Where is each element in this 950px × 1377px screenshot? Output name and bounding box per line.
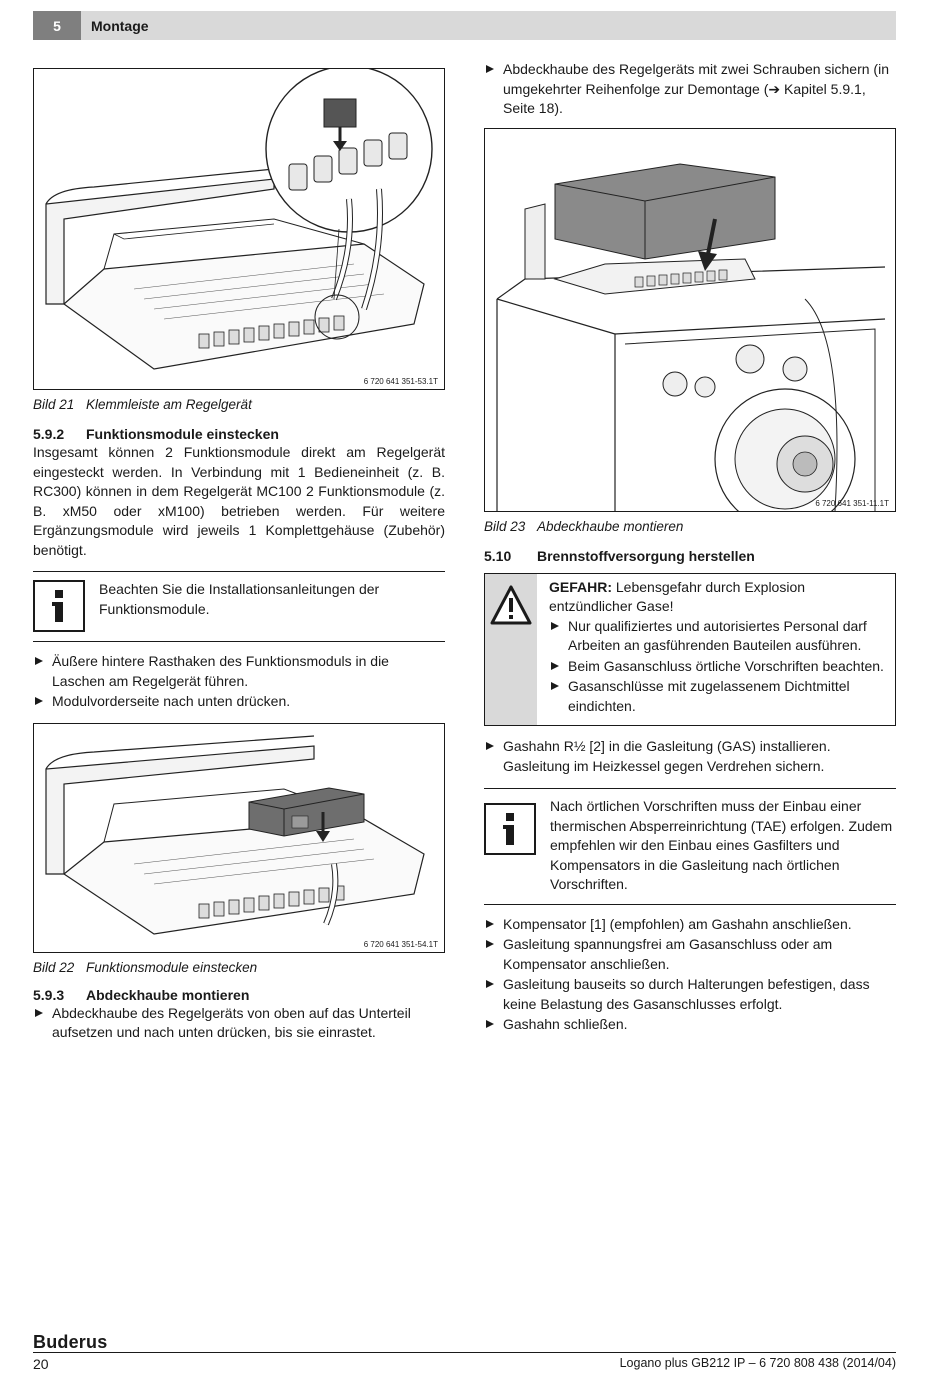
figure-21: 6 720 641 351-53.1T — [33, 68, 445, 390]
footer-rule — [33, 1352, 896, 1353]
section-title: Abdeckhaube montieren — [86, 986, 250, 1003]
danger-list: Nur qualifiziertes und autorisiertes Per… — [549, 617, 887, 717]
cover-hood-illustration — [496, 162, 886, 511]
warning-triangle-icon — [490, 585, 532, 624]
step-list: Gashahn R½ [2] in die Gasleitung (GAS) i… — [484, 737, 896, 776]
step-list: Abdeckhaube des Regelgeräts mit zwei Sch… — [484, 60, 896, 119]
figure-code: 6 720 641 351-53.1T — [363, 377, 438, 386]
terminal-strip-illustration — [45, 69, 433, 370]
section-number: 5.9.3 — [33, 986, 65, 1003]
figure-22: 6 720 641 351-54.1T — [33, 722, 445, 953]
step-item: Gasleitung bauseits so durch Halterungen… — [484, 975, 896, 1014]
figure-caption-text: Funktionsmodule einstecken — [86, 959, 258, 975]
figure-label: Bild 22 — [33, 959, 75, 975]
step-list: Abdeckhaube des Regelgeräts von oben auf… — [33, 1004, 445, 1043]
danger-item: Nur qualifiziertes und autorisiertes Per… — [549, 617, 887, 656]
danger-headline: GEFAHR: Lebensgefahr durch Explosion ent… — [549, 578, 887, 617]
danger-content: GEFAHR: Lebensgefahr durch Explosion ent… — [537, 574, 895, 726]
step-item: Abdeckhaube des Regelgeräts von oben auf… — [33, 1004, 445, 1043]
figure-caption: Bild 21 Klemmleiste am Regelgerät — [33, 397, 445, 412]
function-module-illustration — [45, 734, 425, 935]
section-heading: 5.9.2 Funktionsmodule einstecken — [33, 426, 445, 442]
danger-text: Lebensgefahr durch Explosion entzündlich… — [549, 578, 806, 615]
info-note: Nach örtlichen Vorschriften muss der Ein… — [484, 788, 896, 905]
chapter-number: 5 — [33, 11, 81, 40]
left-column: 6 720 641 351-53.1T Bild 21 Klemmleiste a… — [33, 68, 445, 1044]
figure-code: 6 720 641 351-11.1T — [815, 498, 889, 508]
info-icon — [33, 580, 85, 632]
info-icon — [484, 803, 536, 855]
chapter-header: 5 Montage — [33, 11, 896, 40]
figure-label: Bild 23 — [484, 518, 526, 534]
step-list: Äußere hintere Rasthaken des Funktionsmo… — [33, 652, 445, 712]
danger-item: Gasanschlüsse mit zugelassenem Dichtmitt… — [549, 677, 887, 716]
danger-box: GEFAHR: Lebensgefahr durch Explosion ent… — [484, 572, 896, 726]
step-item: Kompensator [1] (empfohlen) am Gashahn a… — [484, 915, 896, 935]
body-paragraph: Insgesamt können 2 Funktionsmodule direk… — [33, 444, 445, 558]
document-id: Logano plus GB212 IP – 6 720 808 438 (20… — [619, 1356, 896, 1370]
section-heading: 5.9.3 Abdeckhaube montieren — [33, 987, 445, 1003]
danger-side — [485, 573, 537, 725]
figure-label: Bild 21 — [33, 397, 75, 412]
info-note: Beachten Sie die Installationsanleitunge… — [33, 571, 445, 642]
note-text: Beachten Sie die Installationsanleitunge… — [99, 581, 380, 617]
right-column: Abdeckhaube des Regelgeräts mit zwei Sch… — [484, 60, 896, 1036]
step-item: Abdeckhaube des Regelgeräts mit zwei Sch… — [484, 60, 896, 119]
page-number: 20 — [33, 1356, 49, 1372]
danger-label: GEFAHR: — [549, 578, 612, 595]
section-number: 5.10 — [484, 547, 512, 564]
step-item: Gasleitung spannungsfrei am Gasanschluss… — [484, 935, 896, 974]
section-title: Funktionsmodule einstecken — [86, 426, 279, 442]
section-title: Brennstoffversorgung herstellen — [537, 547, 755, 564]
section-heading: 5.10 Brennstoffversorgung herstellen — [484, 548, 896, 564]
figure-caption-text: Klemmleiste am Regelgerät — [86, 397, 252, 412]
note-text: Nach örtlichen Vorschriften muss der Ein… — [550, 798, 893, 892]
step-item: Modulvorderseite nach unten drücken. — [33, 692, 445, 712]
figure-code: 6 720 641 351-54.1T — [363, 939, 438, 949]
figure-23: 6 720 641 351-11.1T — [484, 127, 896, 512]
figure-caption-text: Abdeckhaube montieren — [537, 518, 684, 534]
step-item: Äußere hintere Rasthaken des Funktionsmo… — [33, 652, 445, 691]
figure-caption: Bild 23 Abdeckhaube montieren — [484, 519, 896, 534]
danger-item: Beim Gasanschluss örtliche Vorschriften … — [549, 657, 887, 677]
chapter-title: Montage — [91, 17, 149, 34]
step-item: Gashahn schließen. — [484, 1015, 896, 1035]
step-item: Gashahn R½ [2] in die Gasleitung (GAS) i… — [484, 737, 896, 776]
figure-caption: Bild 22 Funktionsmodule einstecken — [33, 960, 445, 975]
section-number: 5.9.2 — [33, 426, 65, 442]
step-list: Kompensator [1] (empfohlen) am Gashahn a… — [484, 915, 896, 1035]
brand-logo: Buderus — [33, 1332, 108, 1352]
